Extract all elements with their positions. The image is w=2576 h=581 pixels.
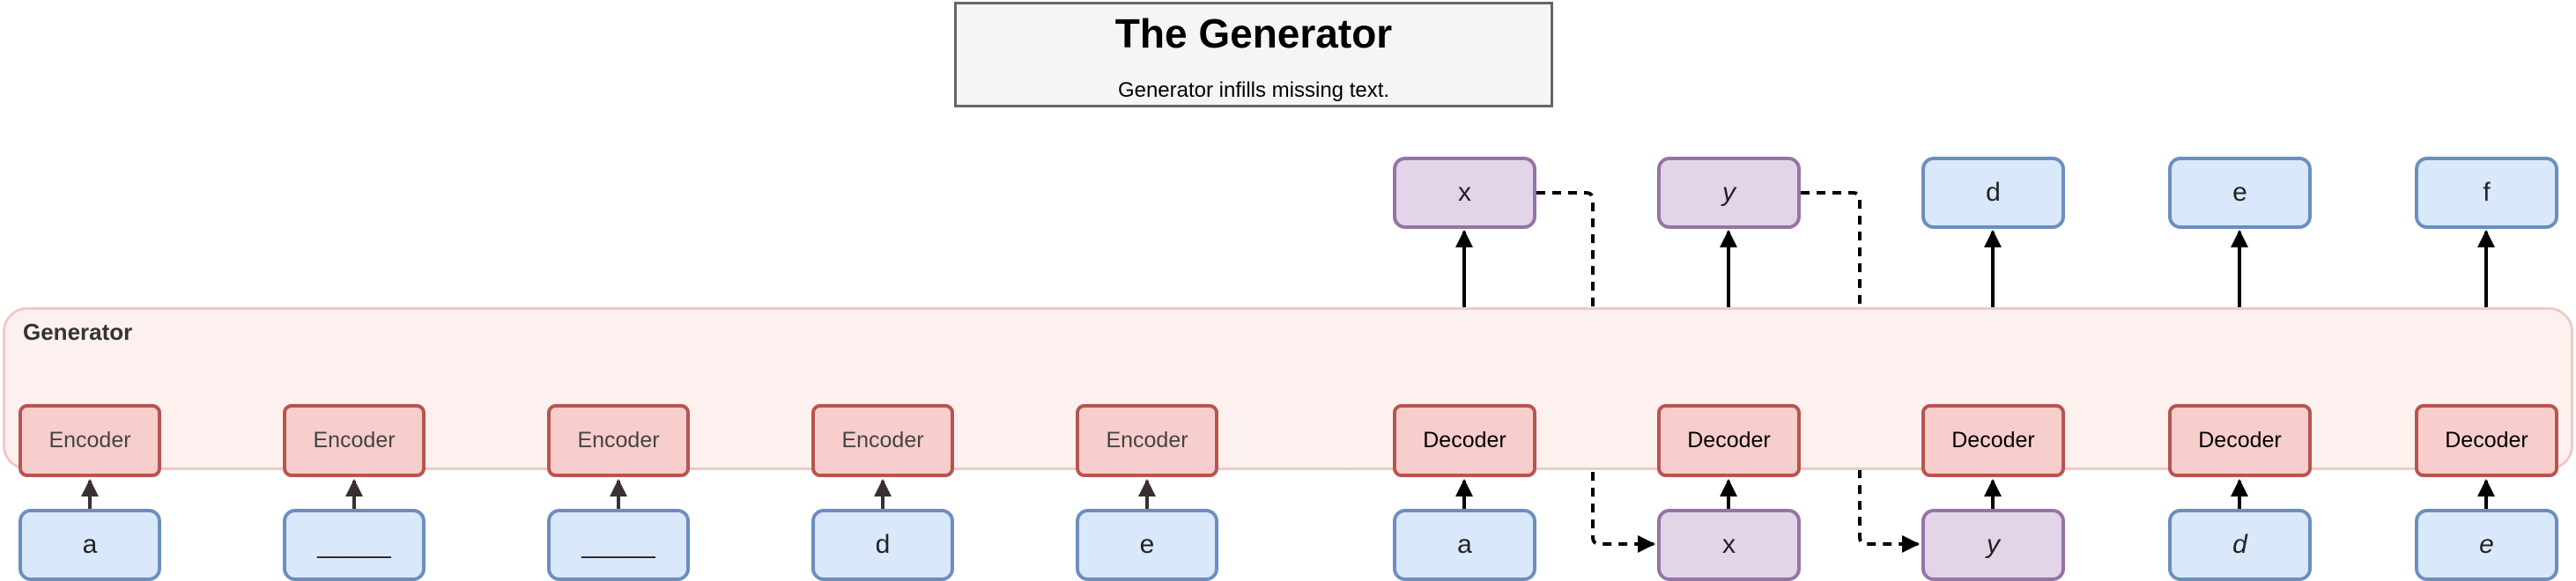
generator-panel	[3, 307, 2573, 470]
encoder-box: Encoder	[547, 404, 690, 477]
decoder-box: Decoder	[1393, 404, 1536, 477]
decoder-output-token: f	[2415, 157, 2558, 229]
encoder-input-token: e	[1076, 509, 1218, 581]
generator-panel-label: Generator	[23, 319, 133, 345]
encoder-input-masked: _____	[547, 509, 690, 581]
decoder-input-token: d	[2168, 509, 2312, 581]
encoder-box: Encoder	[283, 404, 426, 477]
encoder-input-token: d	[811, 509, 954, 581]
decoder-output-generated: x	[1393, 157, 1536, 229]
decoder-output-token: d	[1921, 157, 2065, 229]
diagram-title: The Generator	[1114, 11, 1393, 56]
encoder-box: Encoder	[811, 404, 954, 477]
decoder-box: Decoder	[1921, 404, 2065, 477]
decoder-input-generated: x	[1657, 509, 1801, 581]
decoder-input-token: e	[2415, 509, 2558, 581]
decoder-input-generated: y	[1921, 509, 2065, 581]
encoder-box: Encoder	[1076, 404, 1218, 477]
diagram-subtitle: Generator infills missing text.	[1117, 78, 1390, 102]
feedback-dashed-arrow	[1801, 191, 1920, 553]
decoder-box: Decoder	[1657, 404, 1801, 477]
decoder-input-token: a	[1393, 509, 1536, 581]
decoder-output-generated: y	[1657, 157, 1801, 229]
decoder-output-token: e	[2168, 157, 2312, 229]
decoder-box: Decoder	[2168, 404, 2312, 477]
encoder-box: Encoder	[19, 404, 161, 477]
encoder-input-masked: _____	[283, 509, 426, 581]
title-box: The Generator Generator infills missing …	[954, 2, 1553, 107]
decoder-box: Decoder	[2415, 404, 2558, 477]
encoder-input-token: a	[19, 509, 161, 581]
